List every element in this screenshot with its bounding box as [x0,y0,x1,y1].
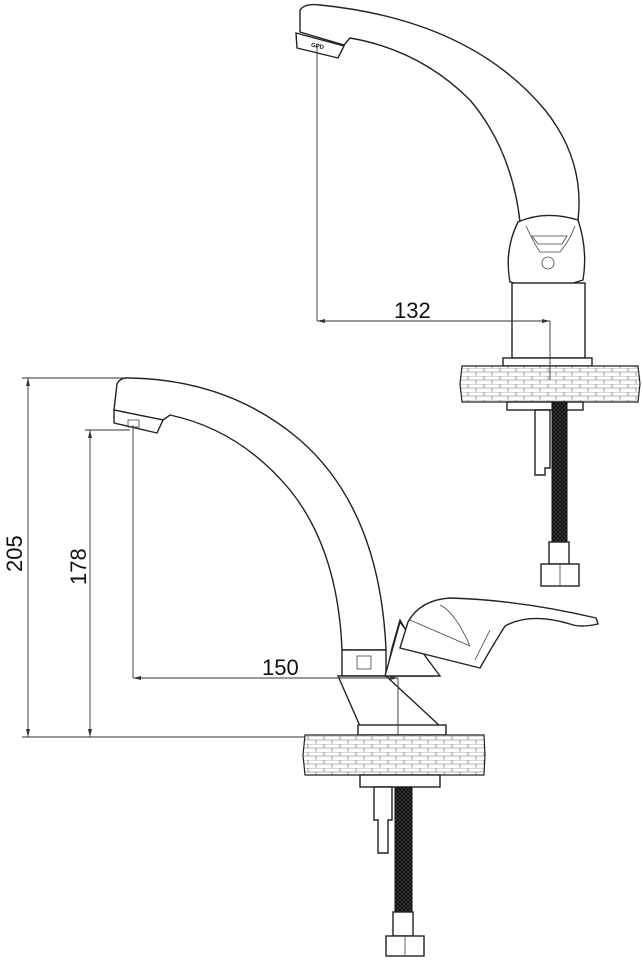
side-collar [341,649,387,677]
side-countertop [302,734,486,776]
side-shank [373,786,393,854]
front-hose [551,401,568,543]
front-column [511,282,586,359]
front-mount-nut [506,401,584,411]
dimension-label: 132 [394,298,431,323]
dimension-178: 178 [66,429,130,737]
side-view: 150 205 178 [2,377,599,957]
dimension-132: 132 [316,45,551,380]
front-base-plate [502,357,593,367]
side-spout [113,377,387,651]
front-handle [507,214,586,288]
side-base-plate [357,724,447,736]
front-countertop [459,365,641,403]
side-mount-nut [359,774,441,788]
dimension-label: 150 [262,655,299,680]
dimension-205: 205 [2,377,305,738]
front-aerator [295,32,346,59]
front-spout [299,3,580,223]
aerator-marking: GPD [310,43,325,52]
dimension-150: 150 [132,425,399,735]
front-view: GPD 132 [295,3,641,587]
side-lever-handle [399,597,599,669]
dimension-label: 178 [66,548,91,585]
dimension-label: 205 [2,535,27,572]
front-shank [534,409,551,476]
side-aerator [113,409,165,434]
side-hose [394,786,413,928]
